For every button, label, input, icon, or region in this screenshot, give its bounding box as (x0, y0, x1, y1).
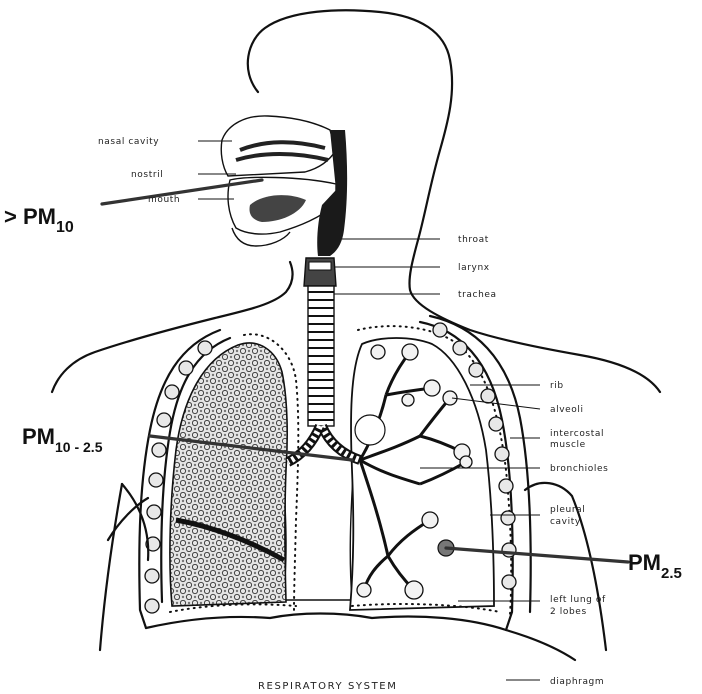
label-rib: rib (550, 381, 564, 391)
tongue-shape (250, 195, 307, 222)
diagram-title: RESPIRATORY SYSTEM (258, 681, 397, 692)
body-outline-left-lower (100, 484, 122, 650)
pm10-25-label-sub: 10 - 2.5 (55, 439, 103, 455)
label-cavity: cavity (550, 517, 581, 527)
pm10-label-sub: 10 (56, 219, 74, 236)
pm10-25-label: PM10 - 2.5 (22, 424, 103, 455)
label-nostril: nostril (131, 170, 163, 180)
label-intercostal: intercostal (550, 429, 604, 439)
label-throat: throat (458, 235, 489, 245)
nasal-turbinates (236, 142, 328, 160)
pm25-label-main: PM (628, 550, 661, 575)
label-lobes: 2 lobes (550, 607, 587, 617)
diaphragm (146, 614, 575, 661)
label-muscle: muscle (550, 440, 586, 450)
pm10-label-main: > PM (4, 204, 56, 229)
label-nasal-cavity: nasal cavity (98, 137, 159, 147)
label-mouth: mouth (148, 195, 180, 205)
pm25-label: PM2.5 (628, 550, 682, 582)
label-left-lung: left lung of (550, 595, 606, 605)
pm10-25-label-main: PM (22, 424, 55, 449)
label-trachea: trachea (458, 290, 497, 300)
left-lung (350, 338, 494, 610)
label-larynx: larynx (458, 263, 490, 273)
pm25-label-sub: 2.5 (661, 565, 682, 582)
label-diaphragm: diaphragm (550, 677, 604, 687)
pm10-label: > PM10 (4, 204, 74, 236)
right-lung (170, 343, 287, 606)
label-bronchioles: bronchioles (550, 464, 608, 474)
label-pleural: pleural (550, 505, 585, 515)
trachea-shape (308, 286, 334, 426)
label-alveoli: alveoli (550, 405, 584, 415)
